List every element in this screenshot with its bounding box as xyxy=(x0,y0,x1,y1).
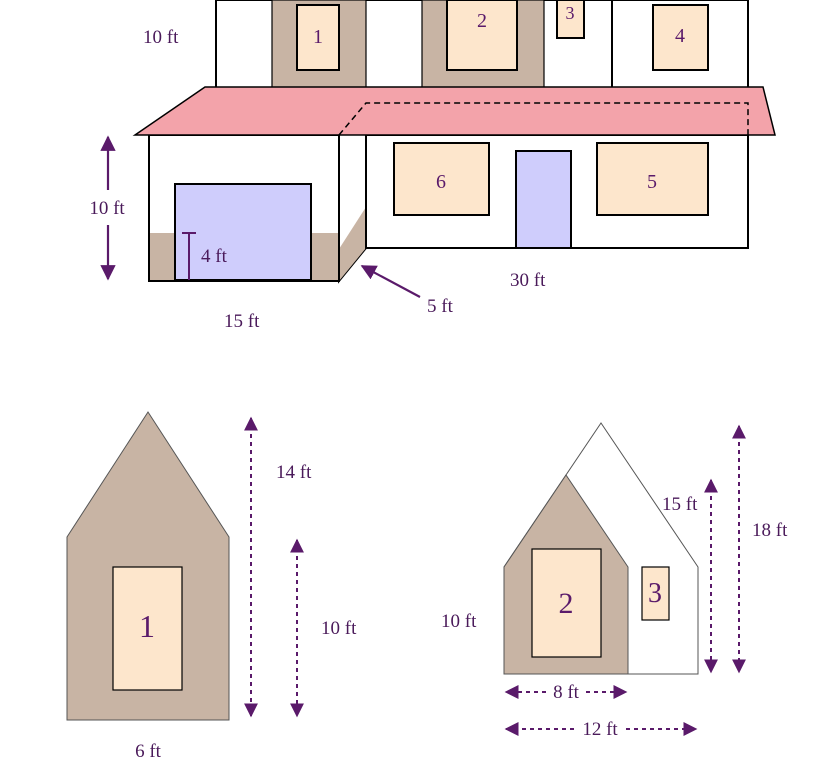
window-2-front-number: 2 xyxy=(477,10,487,32)
window-2-side-number: 2 xyxy=(559,587,574,620)
front-view: 1 2 3 4 6 5 10 ft 10 ft 4 ft 5 ft xyxy=(89,0,776,332)
main-width-label: 30 ft xyxy=(510,270,546,291)
inner-peak-label: 15 ft xyxy=(662,494,698,515)
window-6-front-number: 6 xyxy=(436,171,446,193)
window-2-side xyxy=(531,548,602,658)
garage-width-label: 15 ft xyxy=(224,311,260,332)
side-wall-1: 1 14 ft 10 ft 6 ft xyxy=(66,411,357,759)
garage-depth-wall-lower xyxy=(339,207,366,281)
wall-height-label: 10 ft xyxy=(321,618,357,639)
side-wall-1-width-label: 6 ft xyxy=(135,741,162,759)
window-3-front-number: 3 xyxy=(566,3,575,23)
window-4-front-number: 4 xyxy=(675,25,685,47)
window-4-front xyxy=(652,4,709,71)
side-wall-2: 2 3 10 ft 15 ft 18 ft 8 ft 12 ft xyxy=(441,422,788,740)
porch-roof xyxy=(132,86,776,136)
garage-door xyxy=(174,183,312,281)
outer-peak-label: 18 ft xyxy=(752,520,788,541)
front-door xyxy=(515,150,572,249)
window-5-front xyxy=(596,142,709,216)
window-1-side xyxy=(112,566,183,691)
lower-height-label: 10 ft xyxy=(89,198,125,219)
window-1-side-number: 1 xyxy=(139,608,155,644)
inner-width-label: 8 ft xyxy=(553,682,580,703)
outer-width-label: 12 ft xyxy=(582,719,618,740)
depth-label: 5 ft xyxy=(427,296,454,317)
window-5-front-number: 5 xyxy=(647,171,657,193)
window-3-front xyxy=(556,0,585,39)
roof-hidden-edge xyxy=(338,102,749,136)
window-1-front-number: 1 xyxy=(313,26,323,48)
window-2-front xyxy=(446,0,518,71)
window-3-side-number: 3 xyxy=(648,578,662,609)
upper-height-label: 10 ft xyxy=(143,27,179,48)
total-height-label: 14 ft xyxy=(276,462,312,483)
side-wall-1-shape xyxy=(66,411,230,721)
garage-step-label: 4 ft xyxy=(201,246,228,267)
window-1-front xyxy=(296,4,340,71)
window-3-side xyxy=(641,566,670,621)
depth-arrow xyxy=(360,265,421,298)
window-6-front xyxy=(393,142,490,216)
side-wall-2-height-label: 10 ft xyxy=(441,611,477,632)
